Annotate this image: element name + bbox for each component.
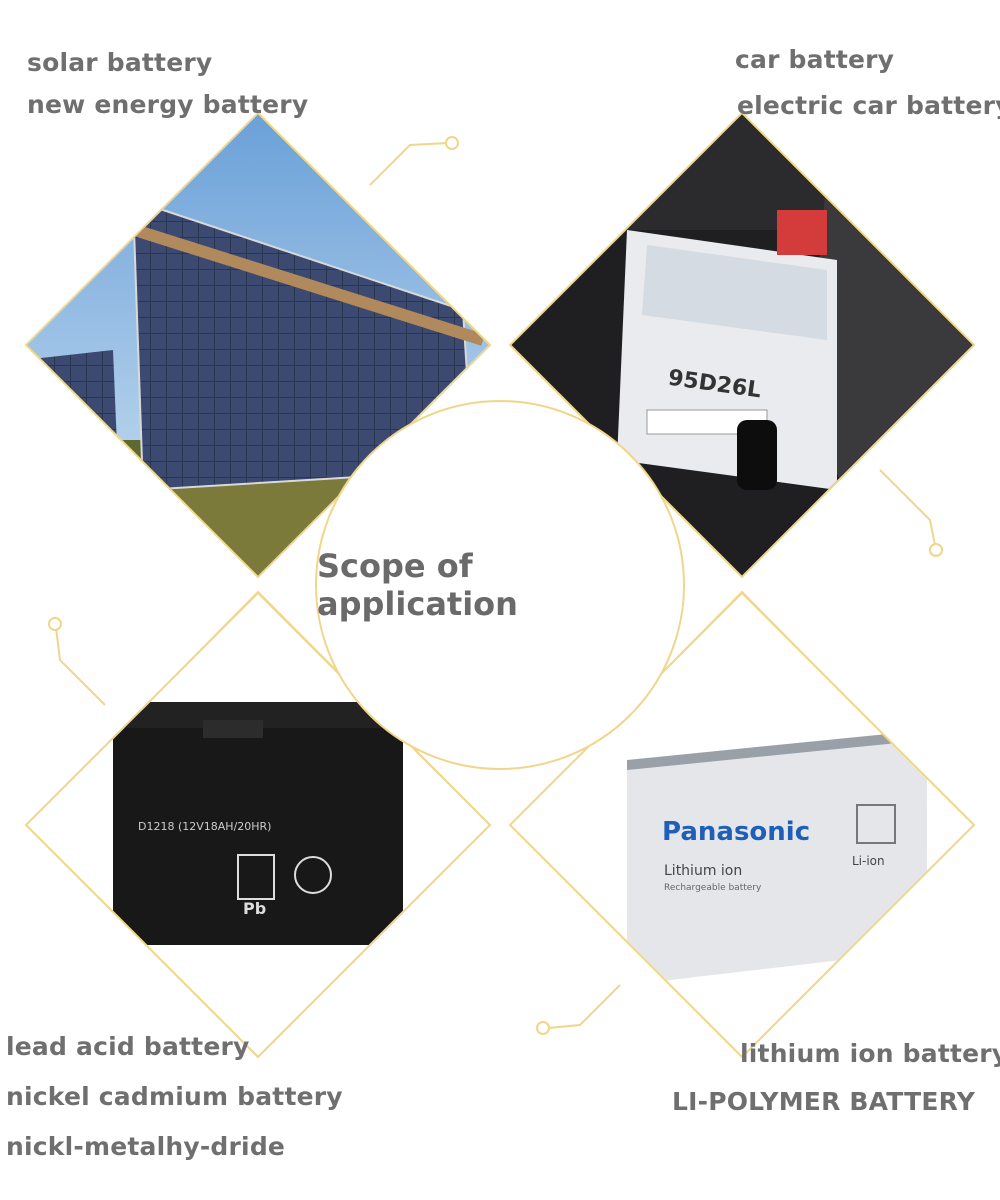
center-circle: Scope of application (315, 400, 685, 770)
label-lead-acid: lead acid battery (6, 1032, 250, 1061)
label-solar: solar battery (27, 48, 213, 77)
scope-title: Scope of application (317, 547, 518, 623)
li-sub-text: Rechargeable battery (664, 883, 762, 893)
label-car: car battery (735, 45, 895, 74)
label-li-polymer: LI-POLYMER BATTERY (672, 1087, 976, 1116)
label-new-energy: new energy battery (27, 90, 309, 119)
brand-text: Panasonic (662, 817, 810, 847)
label-nickel-metal: nickl-metalhy-dride (6, 1132, 286, 1161)
li-type-text: Lithium ion (664, 863, 742, 879)
pb-text: Pb (243, 899, 266, 918)
li-badge-text: Li-ion (852, 854, 885, 868)
model-text: D1218 (12V18AH/20HR) (138, 820, 271, 833)
label-electric-car: electric car battery (737, 91, 1000, 120)
label-lithium-ion: lithium ion battery (740, 1039, 1000, 1068)
label-nickel-cadmium: nickel cadmium battery (6, 1082, 343, 1111)
